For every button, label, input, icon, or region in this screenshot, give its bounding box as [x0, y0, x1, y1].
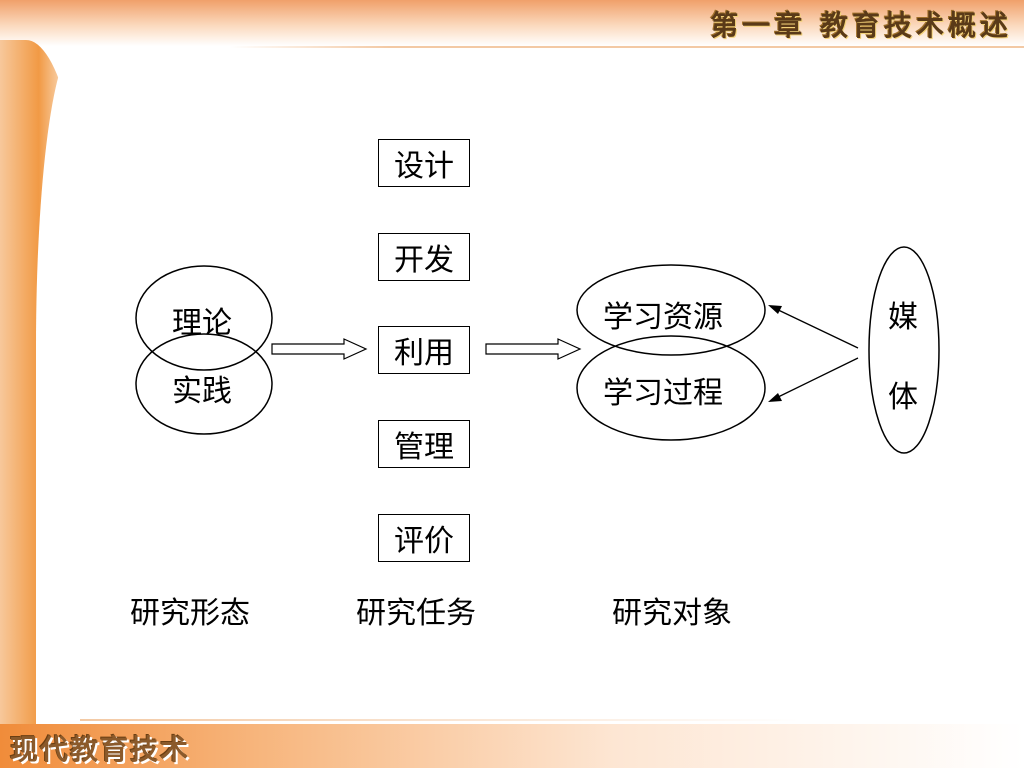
media-arrow-down-line	[771, 357, 859, 401]
media-label-bottom: 体	[888, 380, 918, 415]
resource-ellipse	[576, 264, 766, 356]
course-title: 现代教育技术	[10, 733, 191, 766]
chapter-title: 第一章 教育技术概述	[710, 9, 1012, 42]
header-band	[0, 0, 1024, 46]
media-arrow-up-head	[768, 305, 782, 314]
practice-label: 实践	[172, 374, 232, 409]
task-box-utilize: 利用	[378, 326, 470, 374]
media-ellipse	[868, 246, 940, 454]
task-box-manage: 管理	[378, 420, 470, 468]
practice-ellipse	[135, 333, 273, 435]
theory-ellipse	[135, 265, 273, 371]
task-box-evaluate: 评价	[378, 514, 470, 562]
hollow-arrow-left	[271, 338, 368, 360]
process-label: 学习过程	[603, 376, 723, 411]
media-label-top: 媒	[888, 300, 918, 335]
process-ellipse	[576, 335, 766, 441]
footer-band	[0, 724, 1024, 768]
hollow-arrow-right	[485, 338, 582, 360]
media-arrow-up-line	[771, 306, 859, 349]
left-decor-inner	[36, 46, 96, 726]
caption-task: 研究任务	[356, 596, 476, 631]
header-divider	[230, 46, 1024, 48]
caption-form: 研究形态	[130, 596, 250, 631]
task-box-develop: 开发	[378, 233, 470, 281]
media-arrow-down-head	[768, 393, 782, 402]
resource-label: 学习资源	[603, 300, 723, 335]
caption-object: 研究对象	[612, 596, 732, 631]
task-box-design: 设计	[378, 139, 470, 187]
footer-divider	[80, 719, 800, 721]
theory-label: 理论	[172, 306, 232, 341]
